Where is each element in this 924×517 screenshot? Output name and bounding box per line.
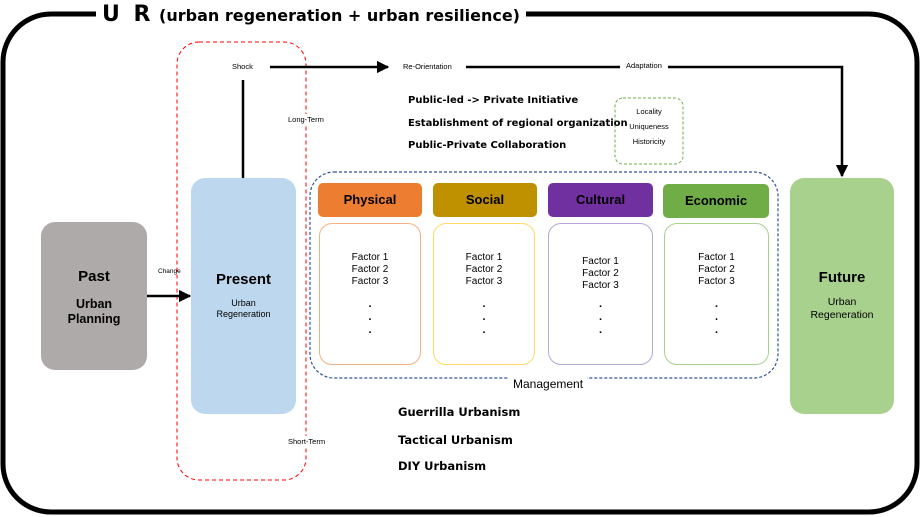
title-sub: (urban regeneration + urban resilience) <box>159 6 520 25</box>
present-desc: Urban Regeneration <box>216 298 271 319</box>
title-main: U R <box>102 2 154 27</box>
category-physical-label: Physical <box>343 192 397 207</box>
category-economic-label: Economic <box>684 193 748 208</box>
factor-item: Factor 2 <box>698 264 735 275</box>
urbanism-guerrilla: Guerrilla Urbanism <box>398 405 521 419</box>
factor-item: Factor 1 <box>582 256 619 267</box>
past-title: Past <box>78 268 110 285</box>
ellipsis: ... <box>714 298 719 336</box>
past-stage: Past Urban Planning <box>41 222 147 370</box>
category-cultural-header: Cultural <box>548 183 653 217</box>
category-social-header: Social <box>433 183 537 217</box>
factor-item: Factor 3 <box>465 276 503 287</box>
present-stage: Present Urban Regeneration <box>191 178 296 414</box>
characteristic-historicity: Historicity <box>632 137 666 146</box>
factor-item: Factor 2 <box>582 268 619 279</box>
category-social-factors: Factor 1 Factor 2 Factor 3 ... <box>433 223 535 365</box>
factor-item: Factor 3 <box>582 280 619 291</box>
category-physical-header: Physical <box>318 183 422 217</box>
urbanism-diy: DIY Urbanism <box>398 459 487 473</box>
factor-item: Factor 3 <box>351 276 389 287</box>
factor-item: Factor 3 <box>698 276 735 287</box>
reorientation-label: Re-Orientation <box>403 62 452 71</box>
category-cultural-label: Cultural <box>575 192 626 207</box>
category-cultural-factors: Factor 1 Factor 2 Factor 3 ... <box>548 223 653 365</box>
ellipsis: ... <box>482 298 486 336</box>
characteristic-uniqueness: Uniqueness <box>629 122 669 131</box>
factor-item: Factor 1 <box>351 252 389 263</box>
change-label: Change <box>158 268 181 275</box>
past-desc: Urban Planning <box>67 297 121 326</box>
category-economic-factors: Factor 1 Factor 2 Factor 3 ... <box>664 223 769 365</box>
characteristics-list: Locality Uniqueness Historicity <box>615 104 683 149</box>
short-term-label: Short-Term <box>287 436 327 447</box>
present-title: Present <box>215 271 272 288</box>
term-bracket <box>176 41 307 481</box>
ellipsis: ... <box>368 298 372 336</box>
category-economic-header: Economic <box>663 184 769 218</box>
category-social-label: Social <box>465 192 505 207</box>
category-physical-factors: Factor 1 Factor 2 Factor 3 ... <box>319 223 421 365</box>
urbanism-tactical: Tactical Urbanism <box>398 433 513 447</box>
management-label: Management <box>509 377 588 391</box>
adaptation-arrow <box>466 65 849 178</box>
initiative-1: Public-led -> Private Initiative <box>408 95 579 106</box>
factor-item: Factor 2 <box>465 264 503 275</box>
long-term-label: Long-Term <box>287 114 325 125</box>
diagram-title: U R (urban regeneration + urban resilien… <box>96 2 526 27</box>
ellipsis: ... <box>598 298 603 336</box>
future-title: Future <box>818 269 866 286</box>
future-desc: Urban Regeneration <box>810 296 874 321</box>
factor-item: Factor 1 <box>698 252 735 263</box>
shock-label: Shock <box>230 62 255 71</box>
characteristics-box <box>614 97 684 165</box>
future-stage: Future Urban Regeneration <box>790 178 894 414</box>
adaptation-label: Adaptation <box>620 61 668 70</box>
factor-item: Factor 1 <box>465 252 503 263</box>
initiative-2: Establishment of regional organization <box>408 118 628 129</box>
characteristic-locality: Locality <box>636 107 662 116</box>
initiative-3: Public-Private Collaboration <box>408 140 567 151</box>
factor-item: Factor 2 <box>351 264 389 275</box>
